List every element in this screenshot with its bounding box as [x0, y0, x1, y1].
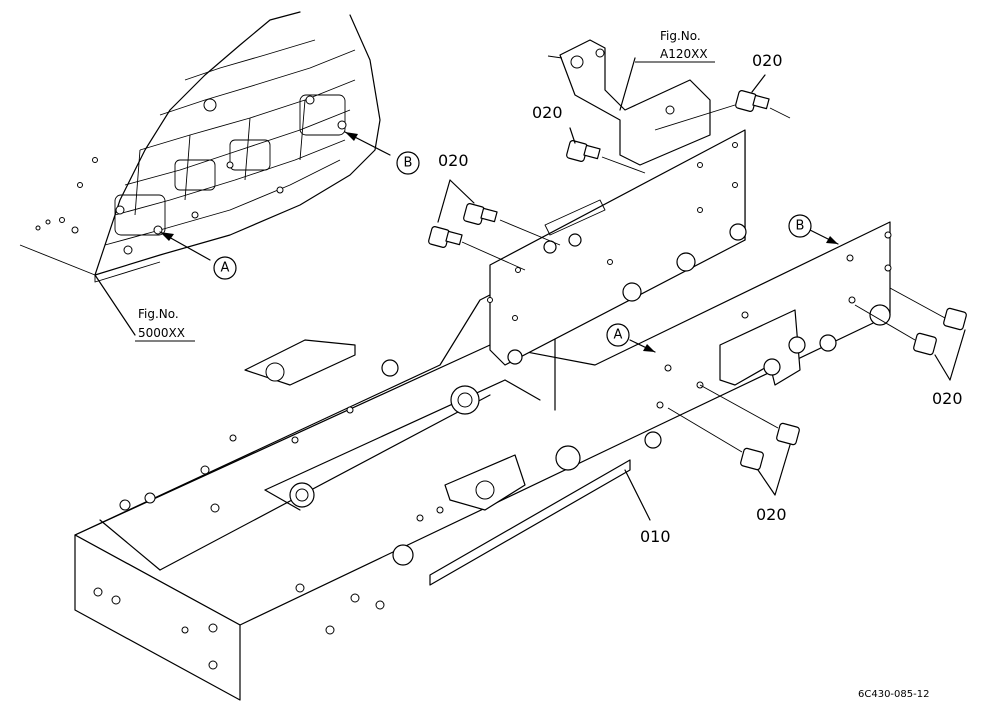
part-label-bolt: 020 [756, 505, 787, 524]
front-frame-bracket [74, 131, 892, 701]
bolt [913, 332, 937, 356]
bolt-group-right [854, 287, 967, 381]
drawing-code: 6C430-085-12 [858, 689, 929, 700]
bolt-group-top-left [428, 179, 561, 271]
marker-b-frame: B [788, 214, 839, 245]
part-label-bolt: 020 [932, 389, 963, 408]
bolt [776, 422, 800, 446]
fig-ref-line: Fig.No. [660, 29, 701, 43]
upper-bracket [547, 39, 711, 166]
part-label-bolt: 020 [438, 151, 469, 170]
marker-a-label: A [614, 328, 623, 343]
rear-bracket-plate [487, 129, 747, 366]
bracket-fig-reference: Fig.No. A120XX [635, 29, 715, 63]
frame-leader-line [624, 469, 651, 521]
marker-a-engine: A [159, 231, 237, 280]
marker-b-label: B [796, 219, 805, 234]
bolt-group-bottom [667, 384, 800, 496]
bolt [740, 447, 764, 471]
marker-a-frame: A [606, 323, 656, 353]
bolt-group-top-mid [566, 127, 646, 174]
engine-ref-leader [94, 274, 136, 336]
engine-block [19, 11, 381, 283]
bolt [943, 307, 967, 331]
marker-a-label: A [221, 261, 230, 276]
bolt [566, 140, 601, 162]
fig-ref-line: 5000XX [138, 326, 185, 340]
marker-b-engine: B [344, 131, 420, 175]
part-label-frame: 010 [640, 527, 671, 546]
engine-fig-reference: Fig.No. 5000XX [135, 307, 195, 342]
bolt-group-top-right [654, 74, 791, 131]
part-label-bolt: 020 [532, 103, 563, 122]
bolt [428, 226, 463, 248]
part-label-bolt: 020 [752, 51, 783, 70]
bolt [463, 203, 498, 225]
fig-ref-line: Fig.No. [138, 307, 179, 321]
bolt [735, 90, 770, 112]
bracket-ref-leader [619, 57, 636, 111]
marker-b-label: B [404, 156, 413, 171]
fig-ref-line: A120XX [660, 47, 708, 61]
